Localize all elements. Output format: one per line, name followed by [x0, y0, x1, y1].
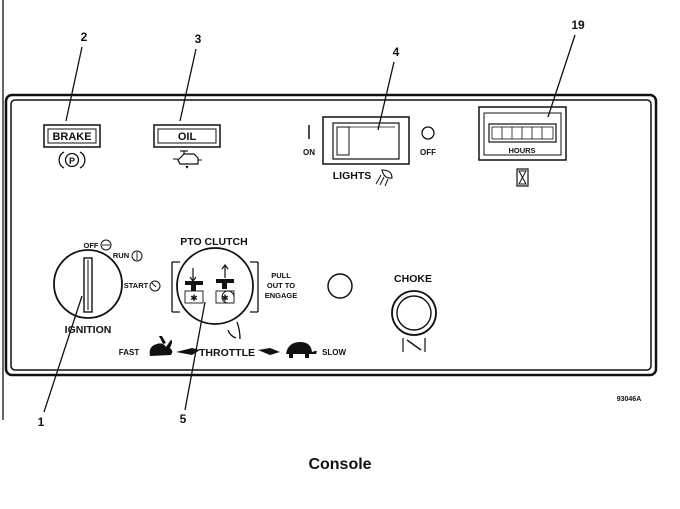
svg-text:4: 4 — [393, 45, 400, 59]
throttle-slow-arrow — [258, 348, 280, 355]
pto-clutch-knob[interactable] — [176, 247, 254, 325]
brake-symbol: P — [69, 156, 75, 166]
pto-disengaged-icon: ✱ — [184, 268, 204, 304]
pto-pull-line3: ENGAGE — [265, 291, 298, 300]
throttle-assembly: FAST THROTTLE SLOW — [119, 321, 346, 359]
choke-knob[interactable] — [391, 290, 437, 336]
panel-hole-plug — [327, 273, 353, 299]
choke-assembly: CHOKE — [391, 273, 437, 352]
off-circle-mark — [421, 126, 435, 140]
console-panel-outer — [4, 93, 658, 377]
svg-text:✱: ✱ — [190, 294, 198, 304]
ignition-off-label: OFF — [84, 241, 99, 250]
ignition-run-label: RUN — [113, 251, 129, 260]
rabbit-icon — [149, 336, 173, 356]
svg-text:2: 2 — [81, 30, 88, 44]
ignition-start-label: START — [124, 281, 149, 290]
lights-on-label: ON — [303, 148, 315, 157]
svg-text:5: 5 — [180, 412, 187, 426]
figure-code: 93046A — [617, 396, 642, 403]
hour-meter-digits — [488, 123, 557, 143]
svg-text:3: 3 — [195, 32, 202, 46]
hours-label: HOURS — [508, 146, 535, 155]
lights-label: LIGHTS — [333, 170, 372, 182]
callout-1: 1 — [38, 295, 83, 429]
hourglass-icon — [516, 168, 529, 187]
svg-text:19: 19 — [571, 18, 585, 32]
parking-brake-icon: P — [58, 151, 86, 169]
console-panel-inner — [10, 99, 652, 371]
oil-can-icon — [173, 150, 202, 169]
hour-meter: HOURS — [478, 106, 567, 187]
oil-indicator: OIL — [153, 124, 221, 169]
choke-valve-icon — [402, 338, 426, 352]
engine-start-icon — [149, 280, 161, 292]
callout-2: 2 — [65, 30, 88, 122]
throttle-fast-arrow — [176, 348, 200, 355]
engine-off-icon — [100, 239, 112, 251]
callout-4: 4 — [377, 45, 400, 131]
headlight-icon — [375, 169, 393, 187]
throttle-fast-label: FAST — [119, 348, 140, 357]
ignition-assembly: IGNITION OFF RUN START — [53, 239, 161, 336]
callout-19: 19 — [547, 18, 585, 118]
throttle-label: THROTTLE — [199, 347, 255, 359]
turtle-icon — [286, 342, 317, 358]
pto-title: PTO CLUTCH — [180, 236, 247, 248]
pto-engaged-icon: ✱ — [215, 264, 235, 304]
pto-bracket-right — [250, 261, 259, 313]
svg-text:1: 1 — [38, 415, 45, 429]
lights-switch[interactable] — [322, 116, 410, 165]
brake-label: BRAKE — [52, 131, 91, 143]
pto-assembly: PTO CLUTCH ✱ ✱ PULL OUT TO ENGAGE — [171, 236, 298, 325]
throttle-lever-mark[interactable] — [227, 321, 241, 340]
ignition-switch[interactable] — [53, 249, 123, 319]
figure-caption: Console — [308, 456, 372, 473]
throttle-slow-label: SLOW — [322, 348, 346, 357]
oil-label: OIL — [178, 131, 197, 143]
callout-3: 3 — [179, 32, 202, 122]
choke-label: CHOKE — [394, 273, 432, 285]
svg-text:✱: ✱ — [221, 294, 229, 304]
brake-indicator: BRAKE P — [43, 124, 101, 169]
ignition-label: IGNITION — [65, 324, 112, 336]
engine-run-icon — [131, 250, 143, 262]
callout-5: 5 — [180, 301, 206, 426]
pto-pull-line1: PULL — [271, 271, 291, 280]
pto-bracket-left — [171, 261, 180, 313]
pto-pull-line2: OUT TO — [267, 281, 295, 290]
lights-switch-assembly: ON OFF LIGHTS — [303, 116, 436, 187]
lights-off-label: OFF — [420, 148, 436, 157]
